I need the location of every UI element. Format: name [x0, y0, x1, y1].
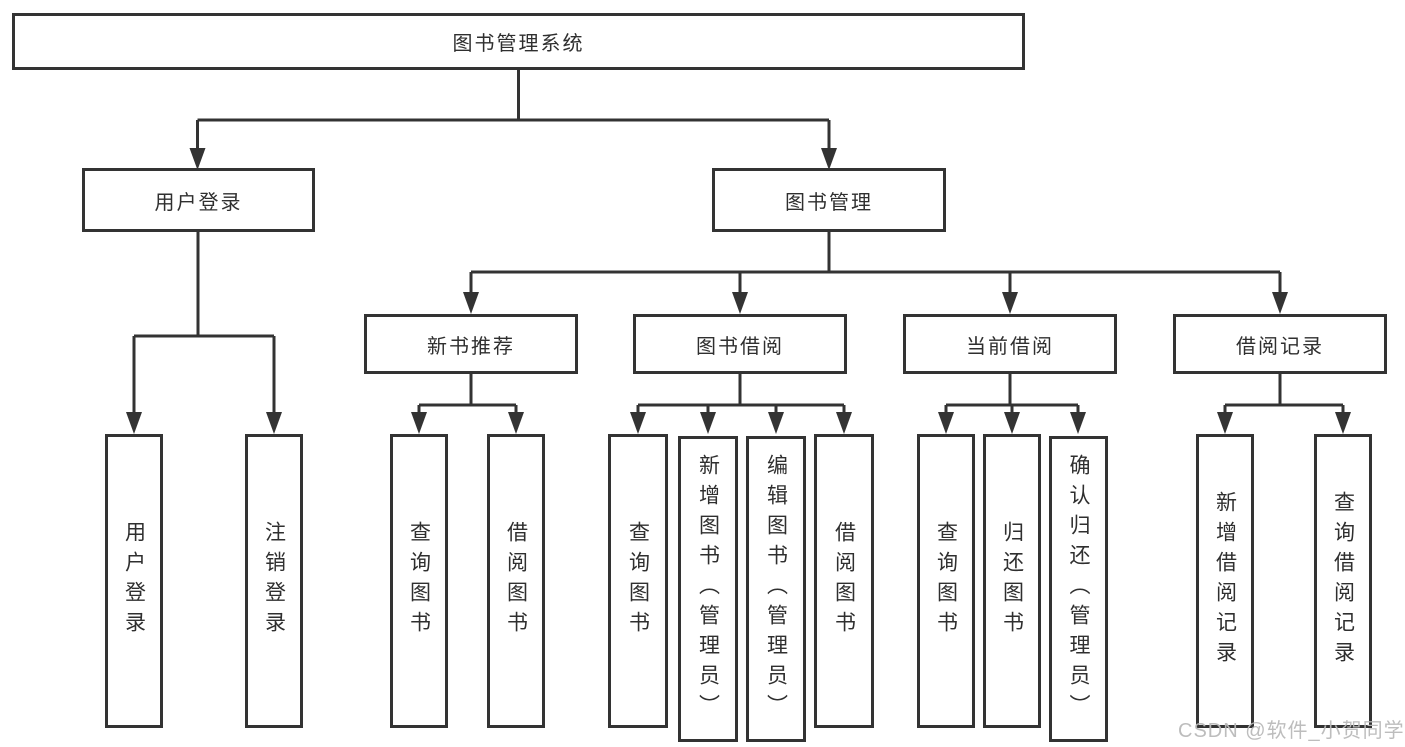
connector-borrowing-to-leaves	[636, 374, 846, 416]
leaf-logout-login: 注销登录	[245, 434, 303, 728]
leaf-confirm-return-admin: 确认归还（管理员）	[1049, 436, 1108, 742]
leaf-borrow-books-recommend: 借阅图书	[487, 434, 545, 728]
node-current-borrowing: 当前借阅	[903, 314, 1117, 374]
leaf-user-login: 用户登录	[105, 434, 163, 728]
leaf-confirm-return-admin-label: 确认归还（管理员）	[1067, 454, 1090, 724]
node-book-management: 图书管理	[712, 168, 946, 232]
arrowheads-level2	[189, 148, 837, 170]
leaf-add-borrow-record: 新增借阅记录	[1196, 434, 1254, 728]
leaf-query-books-current: 查询图书	[917, 434, 975, 728]
leaf-borrow-books-borrowing-label: 借阅图书	[832, 521, 856, 641]
leaf-add-book-admin: 新增图书（管理员）	[678, 436, 738, 742]
node-borrowing-records: 借阅记录	[1173, 314, 1387, 374]
connector-root-to-level2	[196, 70, 831, 152]
leaf-query-books-recommend: 查询图书	[390, 434, 448, 728]
arrowheads-current-leaves	[938, 412, 1086, 434]
node-new-book-recommend: 新书推荐	[364, 314, 578, 374]
leaf-query-books-recommend-label: 查询图书	[407, 521, 431, 641]
csdn-watermark: CSDN @软件_小贺同学	[1178, 720, 1405, 742]
leaf-user-login-label: 用户登录	[122, 521, 146, 641]
leaf-edit-book-admin-label: 编辑图书（管理员）	[764, 454, 788, 724]
node-book-borrowing: 图书借阅	[633, 314, 847, 374]
arrowheads-level3	[463, 292, 1288, 314]
arrowheads-borrowing-leaves	[630, 412, 852, 434]
leaf-query-borrow-record-label: 查询借阅记录	[1331, 491, 1355, 671]
connector-records-to-leaves	[1223, 374, 1345, 416]
connector-book-mgmt-to-level3	[469, 232, 1282, 296]
connector-recommend-to-leaves	[417, 374, 518, 416]
arrowheads-user-login-leaves	[126, 412, 282, 434]
leaf-borrow-books-recommend-label: 借阅图书	[504, 521, 528, 641]
leaf-add-borrow-record-label: 新增借阅记录	[1213, 491, 1237, 671]
leaf-edit-book-admin: 编辑图书（管理员）	[746, 436, 806, 742]
connector-user-login-to-leaves	[132, 232, 276, 416]
node-library-system: 图书管理系统	[12, 13, 1025, 70]
leaf-return-books: 归还图书	[983, 434, 1041, 728]
leaf-logout-login-label: 注销登录	[262, 521, 286, 641]
leaf-return-books-label: 归还图书	[1000, 521, 1024, 641]
connector-current-to-leaves	[944, 374, 1080, 416]
leaf-add-book-admin-label: 新增图书（管理员）	[696, 454, 720, 724]
leaf-query-borrow-record: 查询借阅记录	[1314, 434, 1372, 728]
arrowheads-recommend-leaves	[411, 412, 524, 434]
node-user-login: 用户登录	[82, 168, 315, 232]
leaf-borrow-books-borrowing: 借阅图书	[814, 434, 874, 728]
leaf-query-books-borrowing-label: 查询图书	[626, 521, 650, 641]
arrowheads-records-leaves	[1217, 412, 1351, 434]
leaf-query-books-current-label: 查询图书	[934, 521, 958, 641]
leaf-query-books-borrowing: 查询图书	[608, 434, 668, 728]
